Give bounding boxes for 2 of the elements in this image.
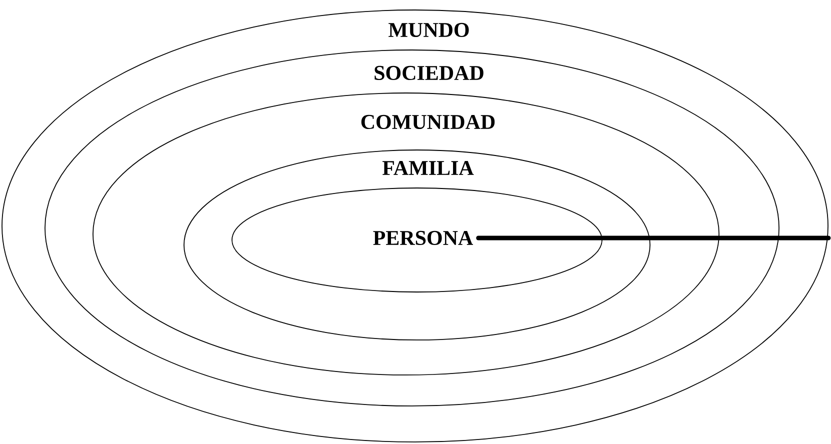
ellipse-band: PERSONA <box>232 188 602 292</box>
line <box>476 236 831 240</box>
